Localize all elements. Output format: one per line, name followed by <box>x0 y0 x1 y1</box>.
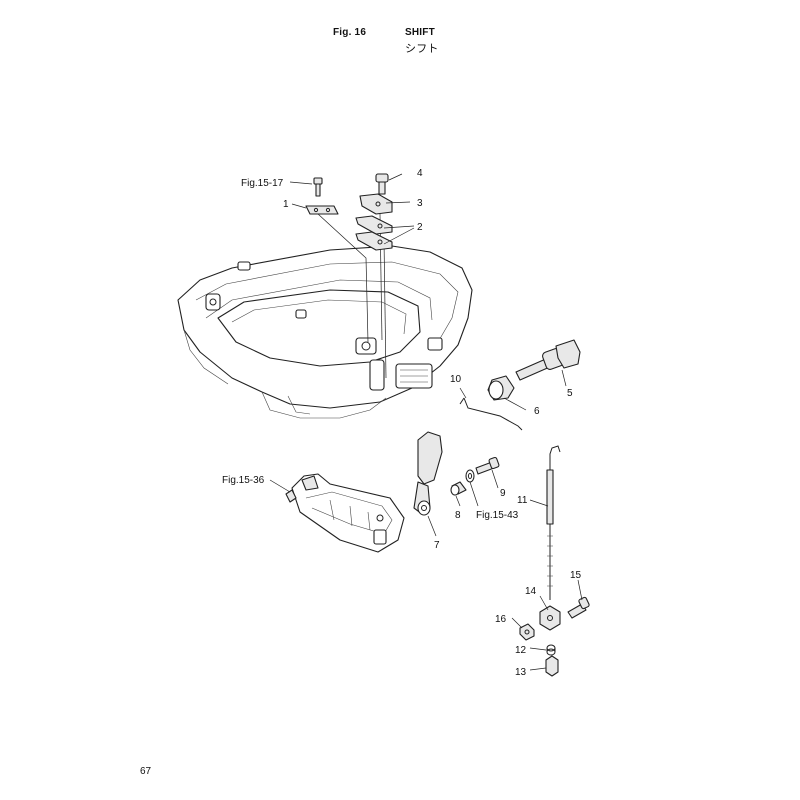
washer <box>465 469 475 483</box>
callout-4: 4 <box>417 168 423 179</box>
part-1-plate <box>305 205 339 215</box>
callout-15: 15 <box>570 570 582 581</box>
callout-14: 14 <box>525 586 537 597</box>
part-5-shift-shaft <box>515 339 581 381</box>
leader-lines <box>269 173 583 671</box>
figure-title-japanese: シフト <box>405 42 439 55</box>
ref-fig-15-17: Fig.15-17 <box>241 178 284 189</box>
part-3-plate <box>359 193 393 215</box>
part-14-connector <box>539 605 561 631</box>
figure-number: Fig. 16 <box>333 27 367 38</box>
callout-16: 16 <box>495 614 507 625</box>
part-8-collar <box>450 481 467 496</box>
bolt-fig-15-17 <box>313 177 323 197</box>
figure-title: SHIFT <box>405 27 435 38</box>
ref-fig-15-43: Fig.15-43 <box>476 510 519 521</box>
part-15-bolt <box>567 596 590 619</box>
callout-8: 8 <box>455 510 461 521</box>
part-16-nut <box>519 623 535 641</box>
callout-9: 9 <box>500 488 506 499</box>
callout-5: 5 <box>567 388 573 399</box>
part-13-nut <box>545 655 559 677</box>
part-6-bushing <box>487 375 515 401</box>
callout-13: 13 <box>515 667 527 678</box>
callout-11: 11 <box>517 495 528 506</box>
ref-fig-15-36: Fig.15-36 <box>222 475 265 486</box>
part-4-bolt <box>375 173 389 195</box>
callout-2: 2 <box>417 222 423 233</box>
part-9-bolt <box>475 456 500 475</box>
part-2-clips <box>355 215 393 251</box>
page-number: 67 <box>140 766 152 777</box>
part-12-spacer <box>546 644 556 656</box>
callout-7: 7 <box>434 540 440 551</box>
callout-3: 3 <box>417 198 423 209</box>
callout-12: 12 <box>515 645 527 656</box>
part-11-shift-rod <box>546 445 561 600</box>
part-10-shift-rod <box>459 397 523 431</box>
lower-cowling <box>177 245 473 419</box>
part-7-shift-lever <box>413 431 443 516</box>
callout-10: 10 <box>450 374 462 385</box>
callout-6: 6 <box>534 406 540 417</box>
callout-1: 1 <box>283 199 289 210</box>
bracket-fig-15-36 <box>285 473 405 553</box>
